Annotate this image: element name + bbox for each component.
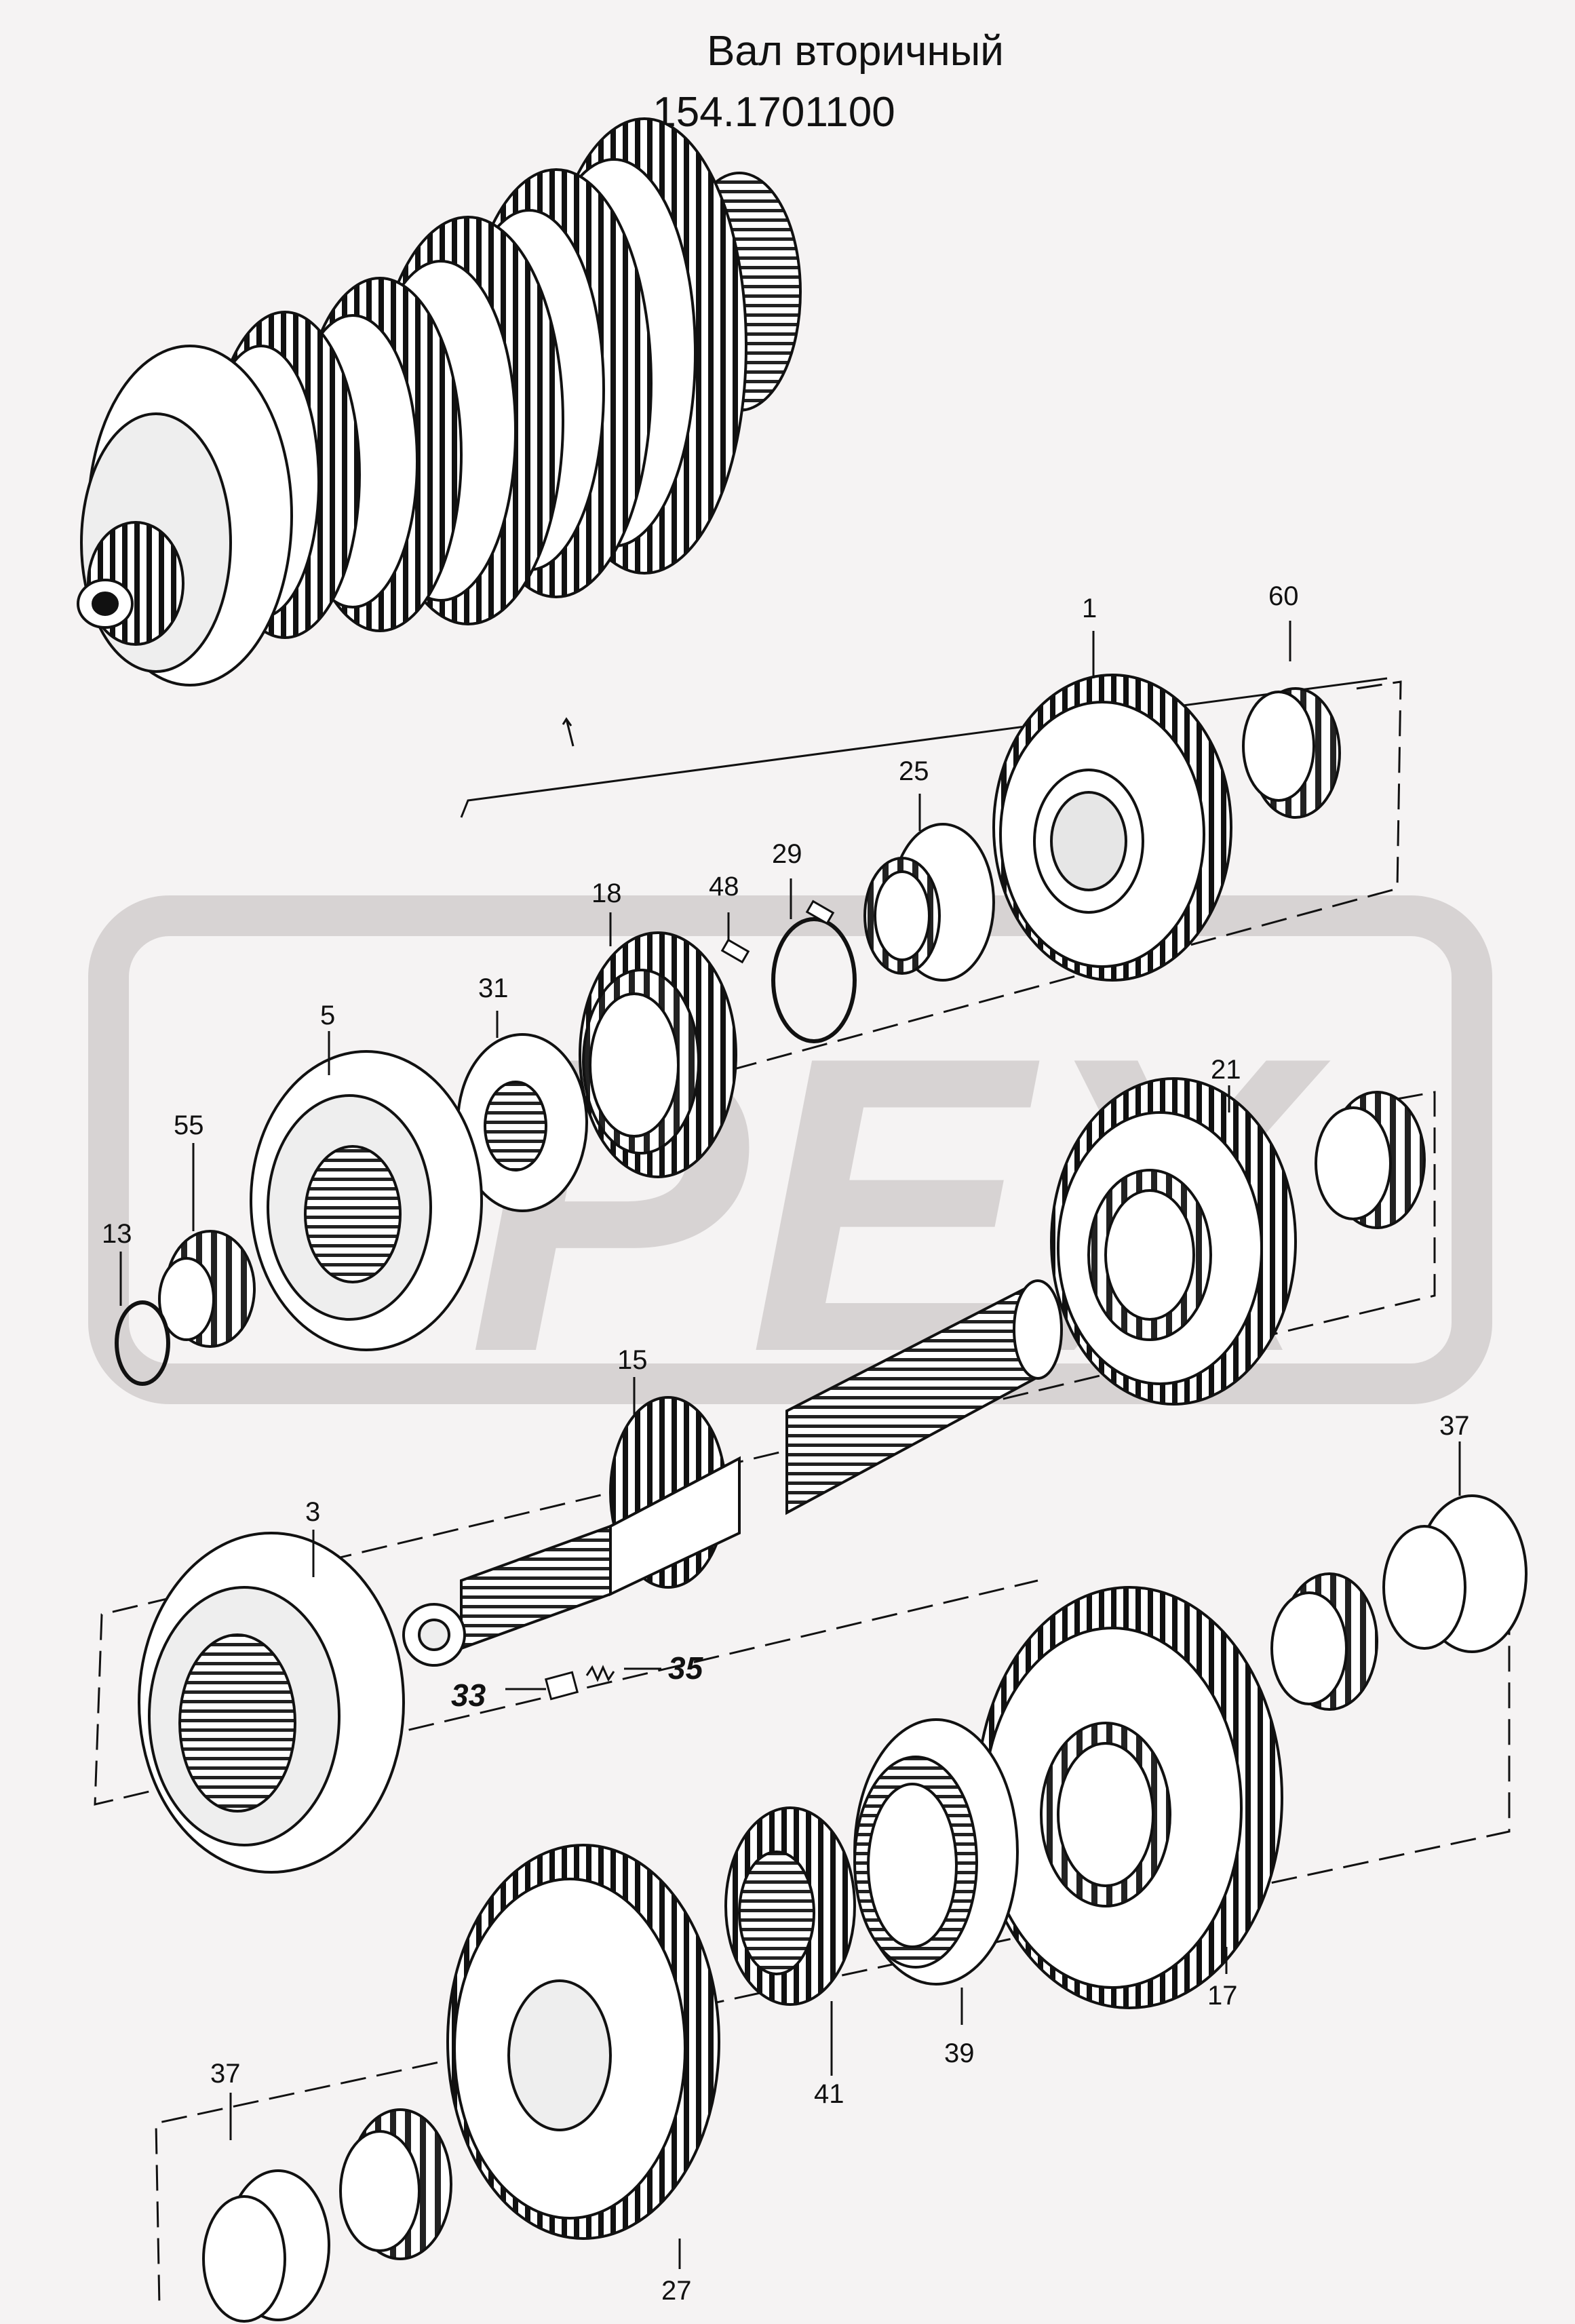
callout-55: 55 [174,1110,204,1140]
part-21-needle-bearing [1315,1091,1426,1229]
part-15-main-shaft [402,1279,1063,1667]
needle-bearing-lower [339,2108,452,2260]
part-17-gear [975,1586,1283,2009]
part-13-snap-ring [115,1300,170,1386]
part-41-hub [724,1806,856,2006]
callout-15: 15 [617,1345,648,1375]
part-29-ring [771,917,857,1043]
callout-60: 60 [1268,581,1299,611]
part-21-gear [1050,1077,1297,1406]
leader-lines [119,621,1461,2269]
part-3-synchronizer [138,1532,405,1874]
callout-5: 5 [320,1001,335,1030]
callout-18: 18 [591,878,622,908]
callout-17: 17 [1207,1981,1238,2011]
part-37-bushing-upper [1382,1494,1528,1653]
callout-37-upper: 37 [1439,1411,1470,1441]
part-60-needle-bearing [1242,687,1341,819]
part-18-gear [579,931,737,1178]
part-35-spring [585,1665,615,1682]
callout-37-lower: 37 [210,2059,241,2089]
part-37-bushing-lower [202,2169,330,2323]
part-48-pins [720,899,835,964]
assembled-shaft-illustration [77,117,802,686]
callout-13: 13 [102,1219,132,1249]
callout-48: 48 [709,872,739,902]
callout-41: 41 [814,2079,844,2109]
callout-35: 35 [668,1650,704,1686]
callout-31: 31 [478,973,509,1003]
part-33-key [544,1671,579,1701]
callout-33: 33 [451,1678,486,1713]
part-55-bearing [158,1230,256,1348]
callout-29: 29 [772,839,802,869]
callout-1: 1 [1082,594,1097,623]
part-25-bushing [863,823,995,982]
needle-bearing-middle [1270,1572,1378,1711]
callout-labels: 1 60 25 29 48 18 31 5 21 55 13 15 37 3 3… [102,581,1470,2306]
diagram-part-number: 154.1701100 [653,89,895,136]
part-1-gear [992,674,1232,982]
callout-27: 27 [661,2276,692,2306]
callout-21: 21 [1211,1055,1241,1085]
part-5-synchronizer [250,1050,483,1351]
callout-25: 25 [899,756,929,786]
diagram-title: Вал вторичный [707,28,1004,75]
part-27-gear [446,1844,720,2240]
callout-3: 3 [305,1497,320,1527]
part-31-plate [456,1033,588,1212]
part-39-sleeve [853,1718,1019,1986]
callout-39: 39 [944,2038,975,2068]
